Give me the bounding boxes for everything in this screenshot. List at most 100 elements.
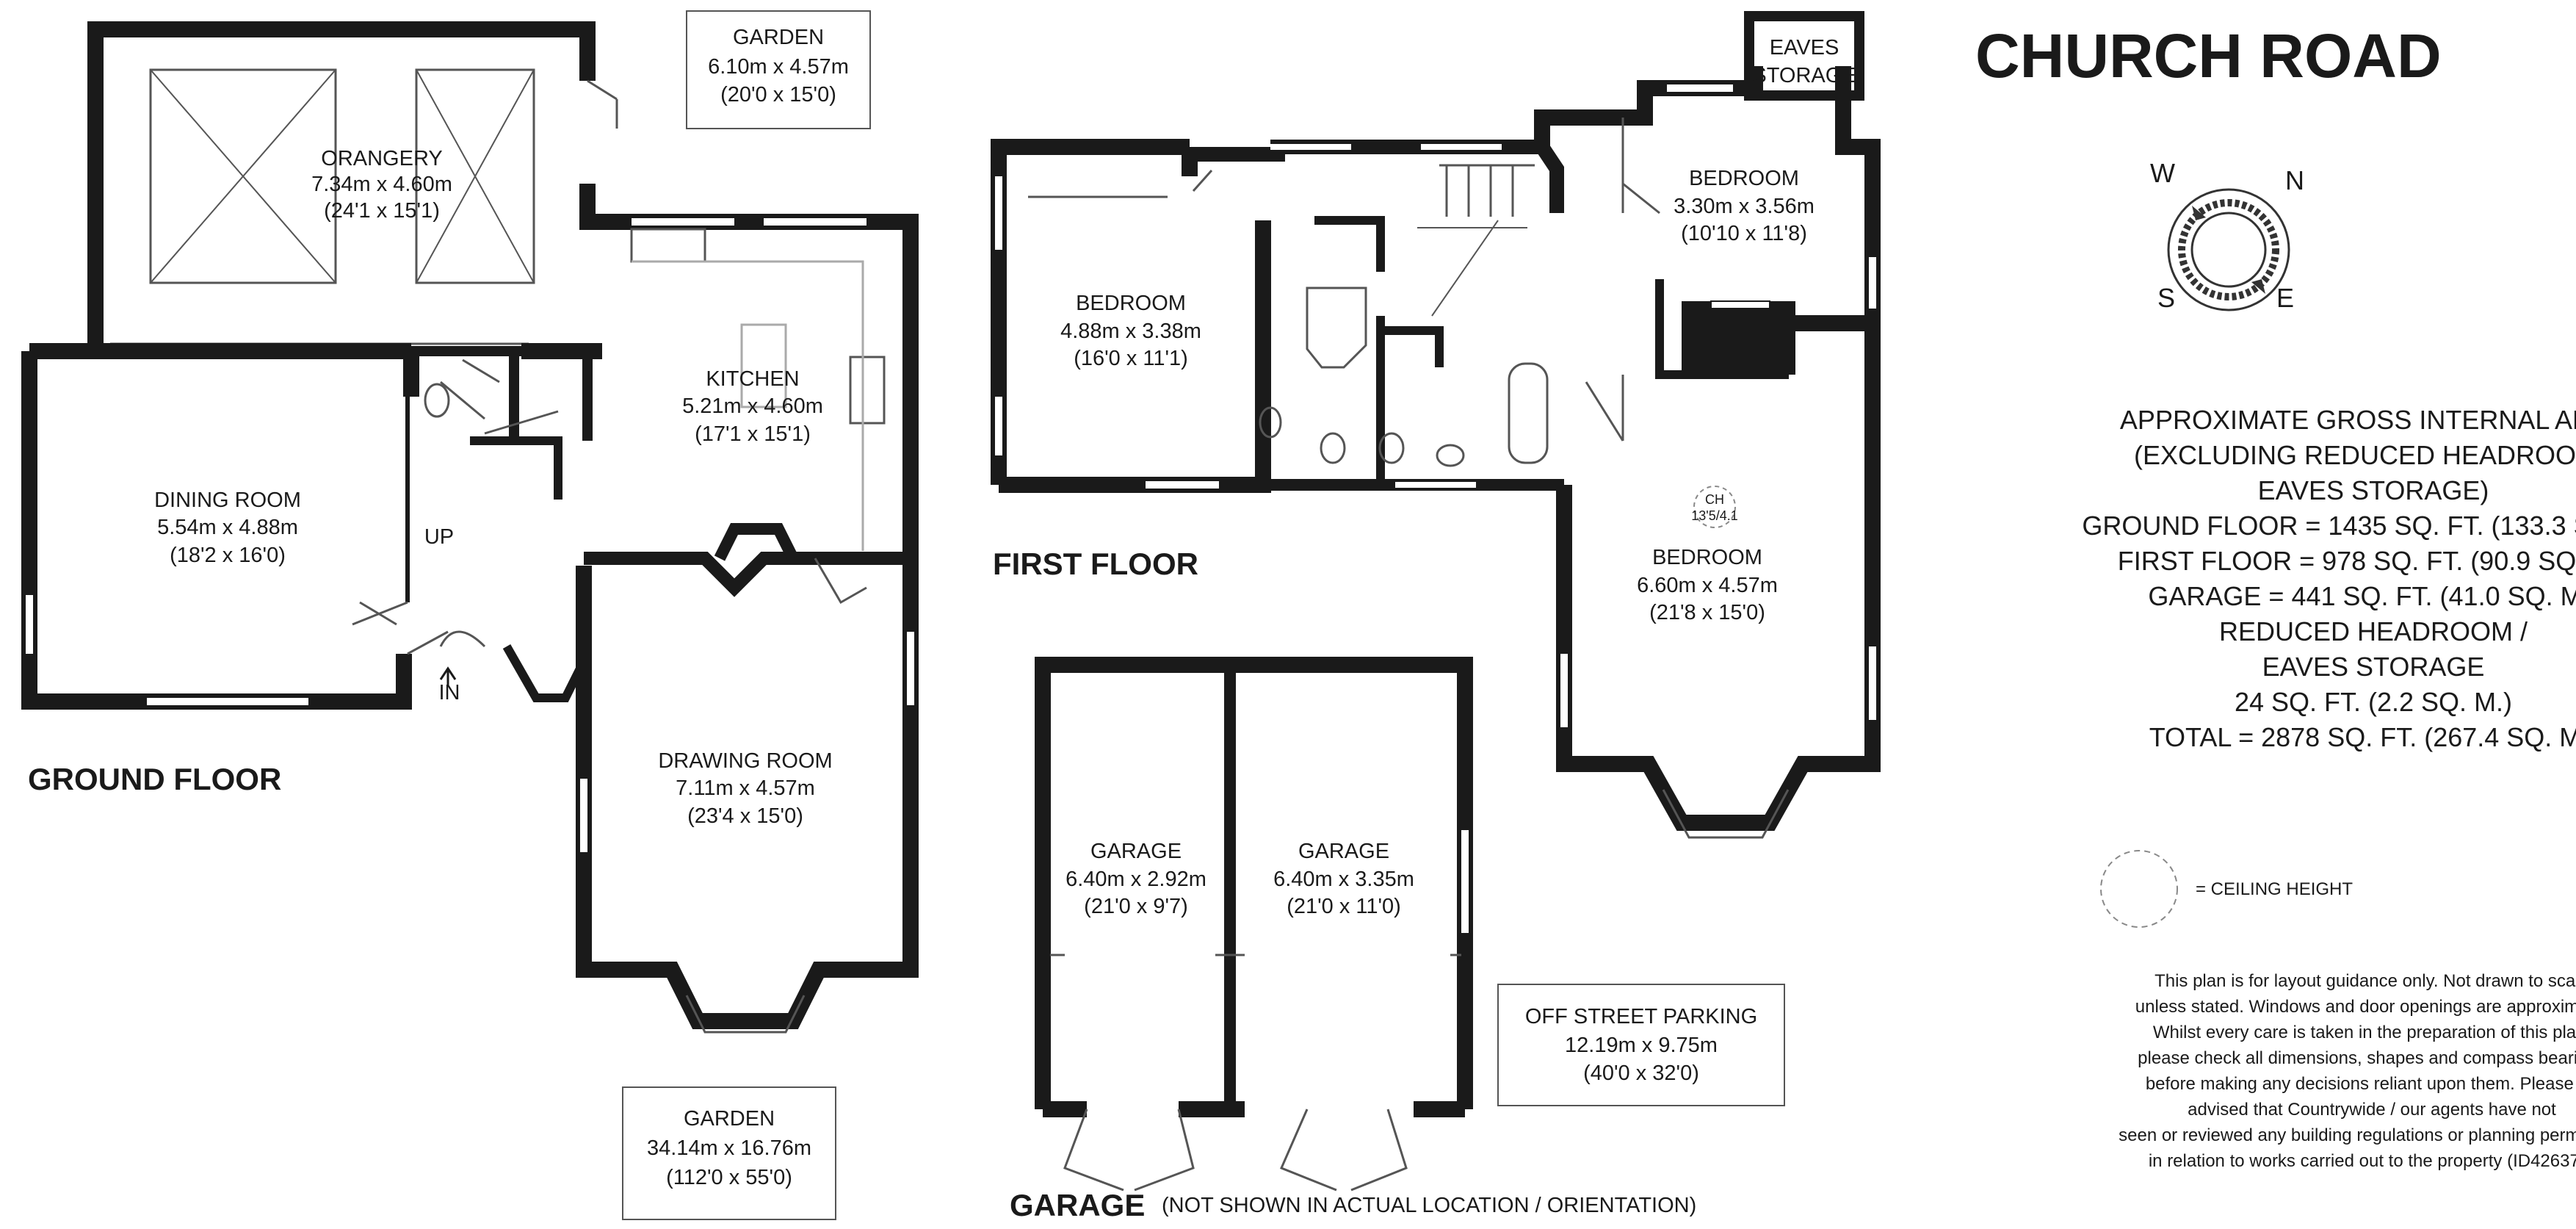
- drawing-room-top-wall: [584, 552, 911, 597]
- garden-top-imperial: (20'0 x 15'0): [720, 83, 836, 107]
- bedroom-2-name: BEDROOM: [1689, 167, 1799, 190]
- bathroom-toilet: [1378, 432, 1405, 464]
- disclaimer-line-3: Whilst every care is taken in the prepar…: [2153, 1023, 2576, 1042]
- disclaimer-line-5: before making any decisions reliant upon…: [2146, 1074, 2576, 1094]
- info-panel: CHURCH ROAD W N S E APPROXIMATE GROSS IN…: [1975, 21, 2576, 1171]
- landing-top-wall: [1190, 140, 1564, 213]
- ceiling-height-marker: [1693, 486, 1736, 528]
- ceiling-height-legend: = CEILING HEIGHT: [2196, 879, 2353, 899]
- garden-bottom-box: [622, 1086, 836, 1220]
- eaves-line-1: EAVES: [1770, 36, 1839, 60]
- garden-bottom-imperial: (112'0 x 55'0): [666, 1166, 792, 1189]
- garage-1-metric: 6.40m x 2.92m: [1066, 868, 1206, 891]
- kitchen-worktop: [632, 260, 864, 551]
- ensuite-basin: [1259, 406, 1282, 439]
- drawing-room-wall: [576, 558, 919, 1029]
- shower-tray: [1306, 286, 1367, 369]
- area-eaves: 24 SQ. FT. (2.2 SQ. M.): [2235, 687, 2512, 717]
- cloakroom-toilet: [424, 383, 450, 418]
- bedroom-2-imperial: (10'10 x 11'8): [1681, 222, 1807, 245]
- compass-east: E: [2276, 283, 2294, 313]
- kitchen-name: KITCHEN: [706, 367, 799, 391]
- orangery-metric: 7.34m x 4.60m: [311, 173, 452, 196]
- bedroom-1-metric: 4.88m x 3.38m: [1060, 320, 1201, 343]
- bedroom-1-wardrobe: [1028, 170, 1213, 198]
- bedroom-1-name: BEDROOM: [1076, 292, 1186, 315]
- ch-value: 13'5/4.1: [1691, 508, 1738, 523]
- disclaimer-line-2: unless stated. Windows and door openings…: [2135, 997, 2576, 1017]
- property-title: CHURCH ROAD: [1975, 21, 2442, 90]
- bathroom-basin: [1436, 444, 1465, 467]
- garage-2-name: GARAGE: [1298, 840, 1389, 863]
- bedroom-2-wall: [1534, 66, 1881, 331]
- kitchen-island: [740, 323, 787, 408]
- hall-structure: [359, 346, 593, 702]
- compass-west: W: [2150, 158, 2175, 188]
- ground-floor-label: GROUND FLOOR: [28, 762, 281, 796]
- kitchen-metric: 5.21m x 4.60m: [682, 394, 823, 418]
- chimney-hearth: [1710, 300, 1770, 309]
- roof-lantern-right-diag-2: [416, 69, 535, 284]
- orangery-imperial: (24'1 x 15'1): [324, 199, 440, 223]
- area-line-3: EAVES STORAGE): [2258, 475, 2489, 505]
- garden-top-name: GARDEN: [733, 26, 824, 49]
- fireplace: [714, 523, 799, 561]
- bedroom-3-metric: 6.60m x 4.57m: [1637, 574, 1778, 597]
- orangery-name: ORANGERY: [321, 147, 442, 170]
- disclaimer-line-6: advised that Countrywide / our agents ha…: [2188, 1100, 2556, 1120]
- garage-1-name: GARAGE: [1090, 840, 1182, 863]
- roof-lantern-left-diag-2: [150, 69, 336, 284]
- ceiling-height-legend-icon: [2100, 850, 2178, 928]
- bedroom-2-metric: 3.30m x 3.56m: [1674, 195, 1815, 218]
- drawing-room-structure: [576, 523, 919, 1034]
- bathroom-partitions: [1314, 216, 1444, 485]
- parking-name: OFF STREET PARKING: [1525, 1005, 1757, 1028]
- first-floor-plan: BEDROOM 4.88m x 3.38m (16'0 x 11'1) EAVE…: [991, 11, 1881, 839]
- dining-name: DINING ROOM: [154, 489, 301, 512]
- kitchen-hob: [849, 356, 886, 425]
- hall-walls: [411, 346, 593, 441]
- landing-structure: [1190, 140, 1564, 491]
- bedroom-3-structure: [1556, 323, 1881, 839]
- front-door-swing: [439, 630, 486, 648]
- parking-box: [1497, 984, 1785, 1106]
- drawing-name: DRAWING ROOM: [658, 749, 832, 773]
- area-line-7: REDUCED HEADROOM /: [2219, 616, 2528, 646]
- stairs-up-label: UP: [424, 525, 454, 549]
- kitchen-sink: [630, 228, 706, 263]
- compass-tick-ring: [2178, 199, 2279, 300]
- disclaimer-line-7: seen or reviewed any building regulation…: [2119, 1125, 2576, 1145]
- landing-door-swings: [1417, 220, 1527, 317]
- drawing-imperial: (23'4 x 15'0): [687, 804, 803, 828]
- bedroom-3-imperial: (21'8 x 15'0): [1649, 601, 1765, 624]
- bedroom-3-name: BEDROOM: [1652, 546, 1762, 569]
- parking-metric: 12.19m x 9.75m: [1565, 1034, 1718, 1057]
- bedroom-3-bay-sill: [1662, 789, 1790, 839]
- disclaimer-line-8: in relation to works carried out to the …: [2149, 1151, 2576, 1171]
- hall-door-swings: [359, 601, 449, 655]
- stair-treads: [440, 358, 559, 435]
- drawing-bay-sill: [685, 995, 806, 1034]
- area-line-1: APPROXIMATE GROSS INTERNAL AREA: [2120, 405, 2576, 435]
- drawing-door: [814, 558, 867, 605]
- hall-bay-window: [502, 644, 588, 702]
- compass-south: S: [2157, 283, 2175, 313]
- dining-imperial: (18'2 x 16'0): [170, 544, 286, 567]
- first-floor-label: FIRST FLOOR: [993, 547, 1198, 581]
- garage-plan: GARAGE 6.40m x 2.92m (21'0 x 9'7) GARAGE…: [1010, 657, 1785, 1222]
- garage-floor-label: GARAGE: [1010, 1188, 1145, 1222]
- area-line-2: (EXCLUDING REDUCED HEADROOM /: [2134, 440, 2576, 470]
- garage-2-metric: 6.40m x 3.35m: [1273, 868, 1414, 891]
- area-line-8: EAVES STORAGE: [2262, 652, 2485, 682]
- garden-top-metric: 6.10m x 4.57m: [708, 55, 849, 79]
- entrance-arrow: [439, 666, 457, 687]
- disclaimer-line-1: This plan is for layout guidance only. N…: [2154, 971, 2576, 991]
- garage-2-imperial: (21'0 x 11'0): [1287, 895, 1401, 918]
- bedroom-2-structure: [1534, 11, 1881, 379]
- bedroom-2-door: [1621, 118, 1660, 215]
- compass-icon: [2167, 188, 2290, 311]
- disclaimer-line-4: please check all dimensions, shapes and …: [2138, 1048, 2576, 1068]
- garden-top-box: [686, 10, 871, 129]
- roof-lantern-right: [415, 68, 535, 284]
- area-total: TOTAL = 2878 SQ. FT. (267.4 SQ. M.): [2149, 722, 2576, 752]
